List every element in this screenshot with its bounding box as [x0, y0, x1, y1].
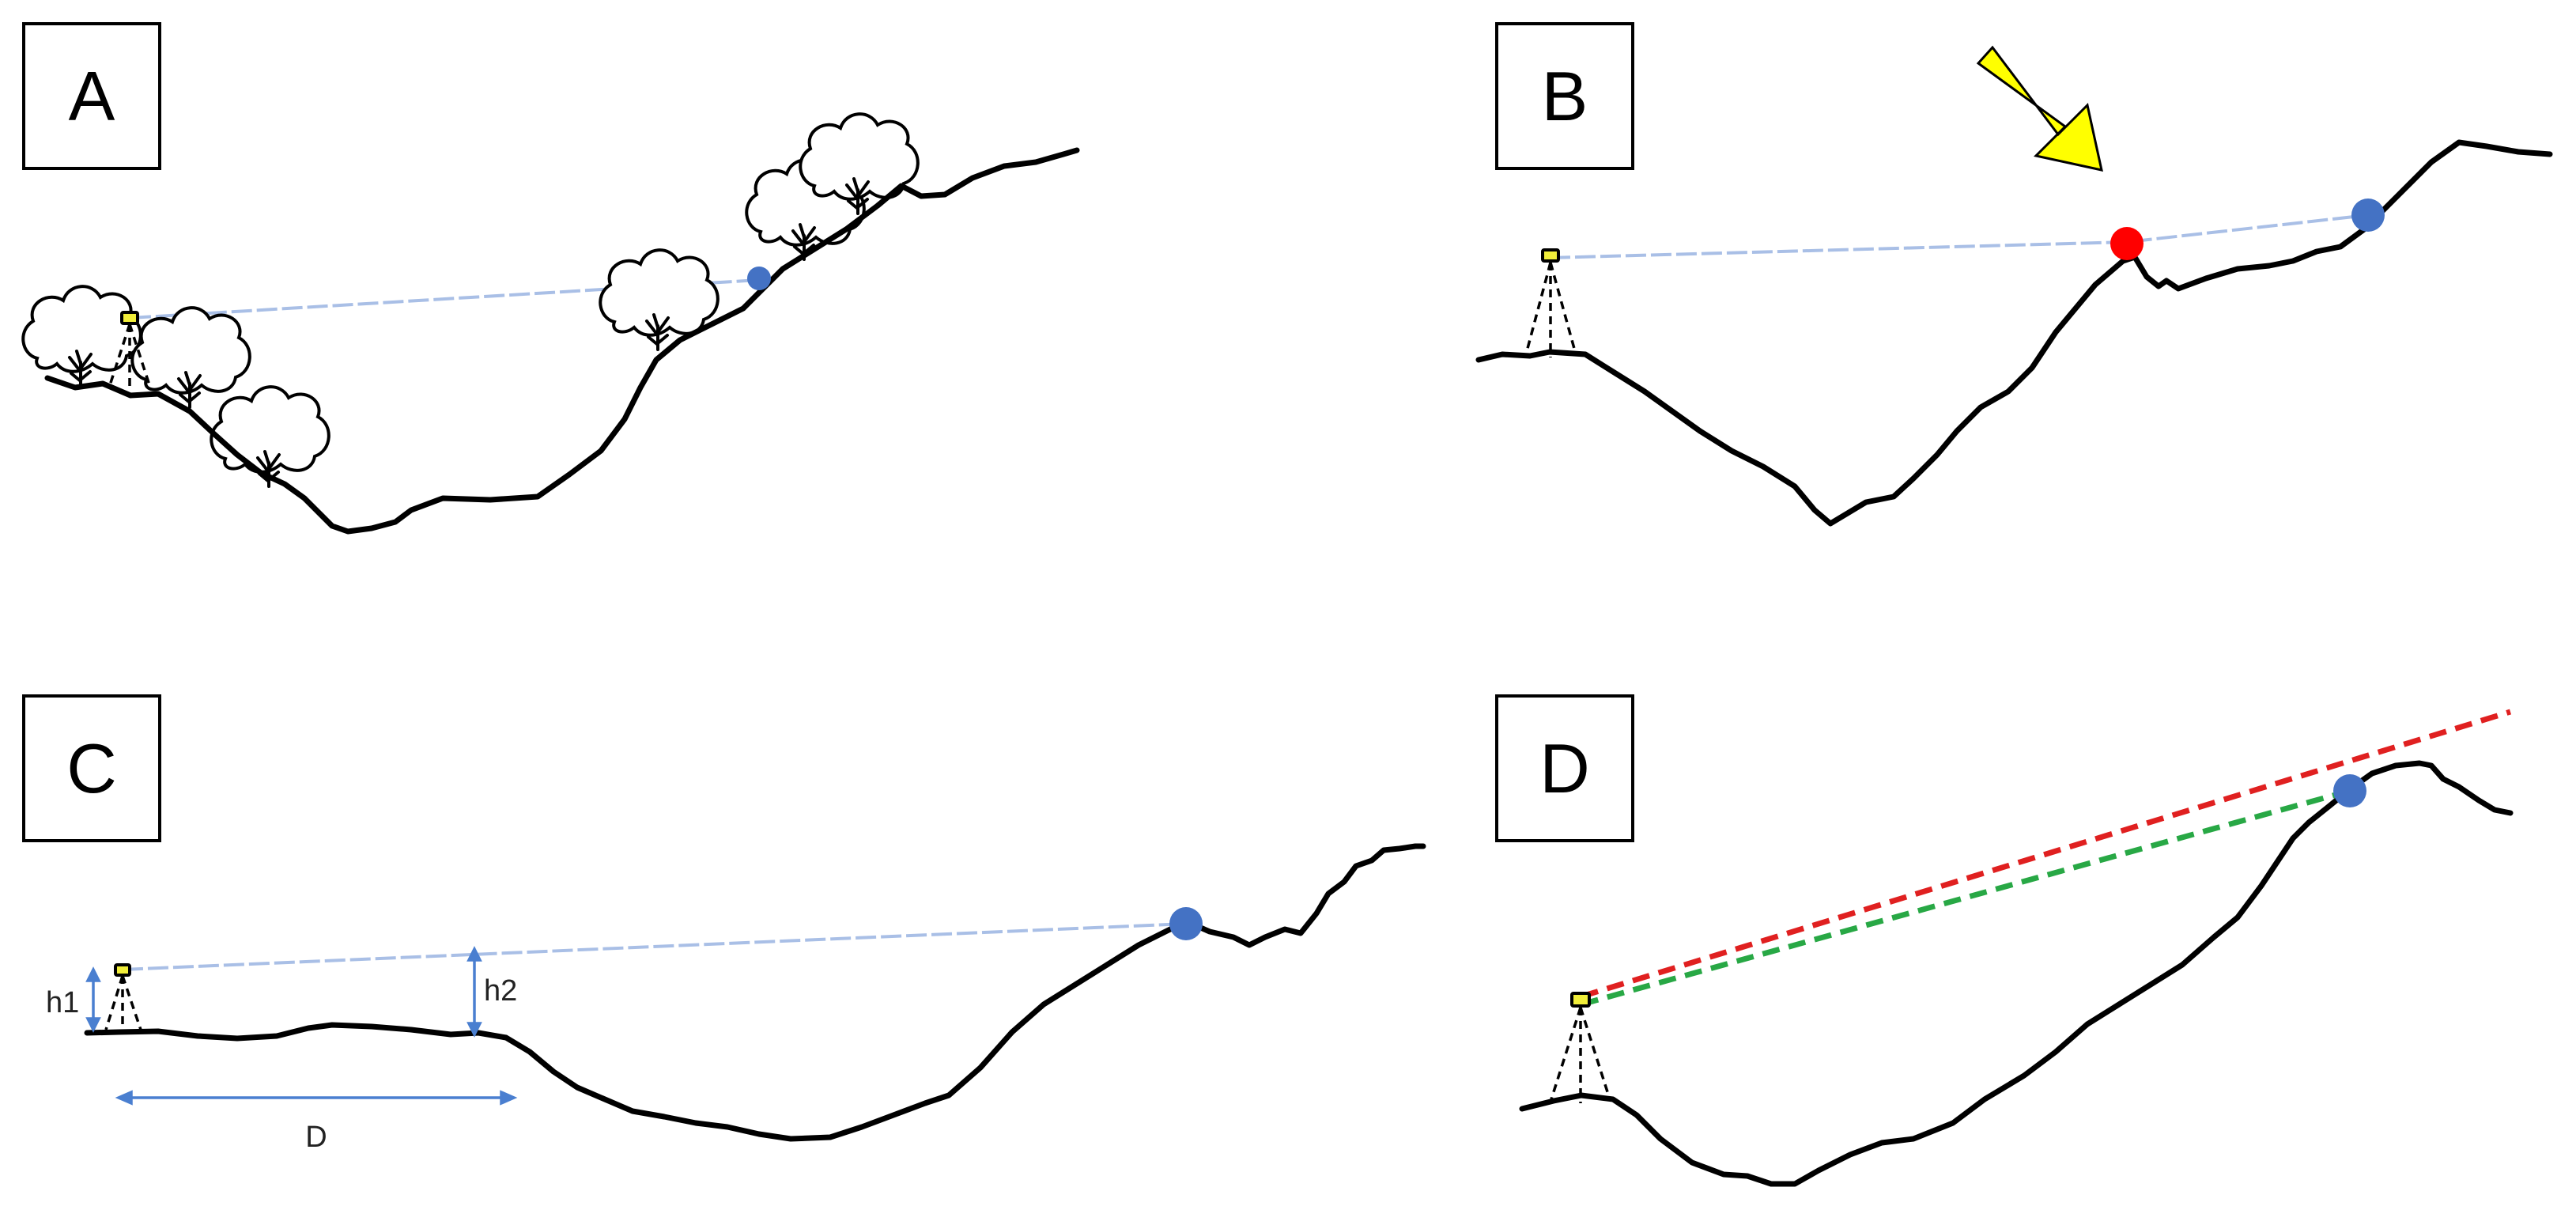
total-station-tripod-icon	[1524, 248, 1577, 357]
panel-b-target-point	[2351, 199, 2385, 232]
down-left-arrow-icon	[1976, 45, 2103, 172]
panel-c-h2-dimension	[466, 946, 482, 1038]
panel-d: D	[1495, 694, 2514, 1187]
panel-d-label: D	[1539, 729, 1590, 807]
panel-a-instrument	[108, 311, 152, 391]
panel-d-instrument	[1550, 992, 1611, 1103]
tree-icon	[21, 285, 142, 388]
panel-c-instrument	[104, 963, 142, 1032]
panel-c: C h1 h2 D	[22, 694, 1426, 1154]
panel-d-target-point	[2333, 774, 2366, 807]
panel-b-obstruction-point	[2110, 227, 2144, 260]
panel-a: A	[21, 22, 1080, 535]
panel-c-label-box	[22, 694, 161, 842]
panel-c-label: C	[66, 729, 117, 807]
panel-c-h1-label: h1	[46, 986, 79, 1019]
panel-d-refraction-line	[1580, 709, 2512, 1000]
panel-a-label: A	[69, 57, 115, 135]
panel-b: B	[1475, 22, 2553, 527]
panel-a-target-point	[747, 267, 771, 290]
panel-d-corrected-line	[1581, 788, 2351, 1008]
panel-c-line-of-sight	[122, 922, 1187, 971]
panel-c-d-label: D	[305, 1121, 327, 1154]
panel-a-label-box	[22, 22, 161, 170]
panel-c-h1-dimension	[85, 966, 101, 1033]
tree-icon	[210, 385, 330, 488]
panel-c-h2-label: h2	[484, 974, 517, 1008]
panel-b-terrain	[1475, 139, 2553, 527]
total-station-tripod-icon	[1550, 992, 1611, 1103]
panel-b-label-box	[1495, 22, 1634, 170]
panel-c-target-point	[1169, 907, 1203, 940]
panel-c-terrain	[84, 843, 1426, 1142]
panel-a-terrain	[44, 147, 1080, 535]
total-station-tripod-icon	[104, 963, 142, 1032]
panel-b-label: B	[1542, 57, 1588, 135]
tree-icon	[599, 248, 720, 351]
panel-c-d-dimension	[115, 1090, 518, 1106]
panel-d-terrain	[1519, 760, 2514, 1187]
panel-b-instrument	[1524, 248, 1577, 357]
total-station-tripod-icon	[108, 311, 152, 391]
panel-b-line-of-sight	[1549, 214, 2369, 259]
panel-d-label-box	[1495, 694, 1634, 842]
